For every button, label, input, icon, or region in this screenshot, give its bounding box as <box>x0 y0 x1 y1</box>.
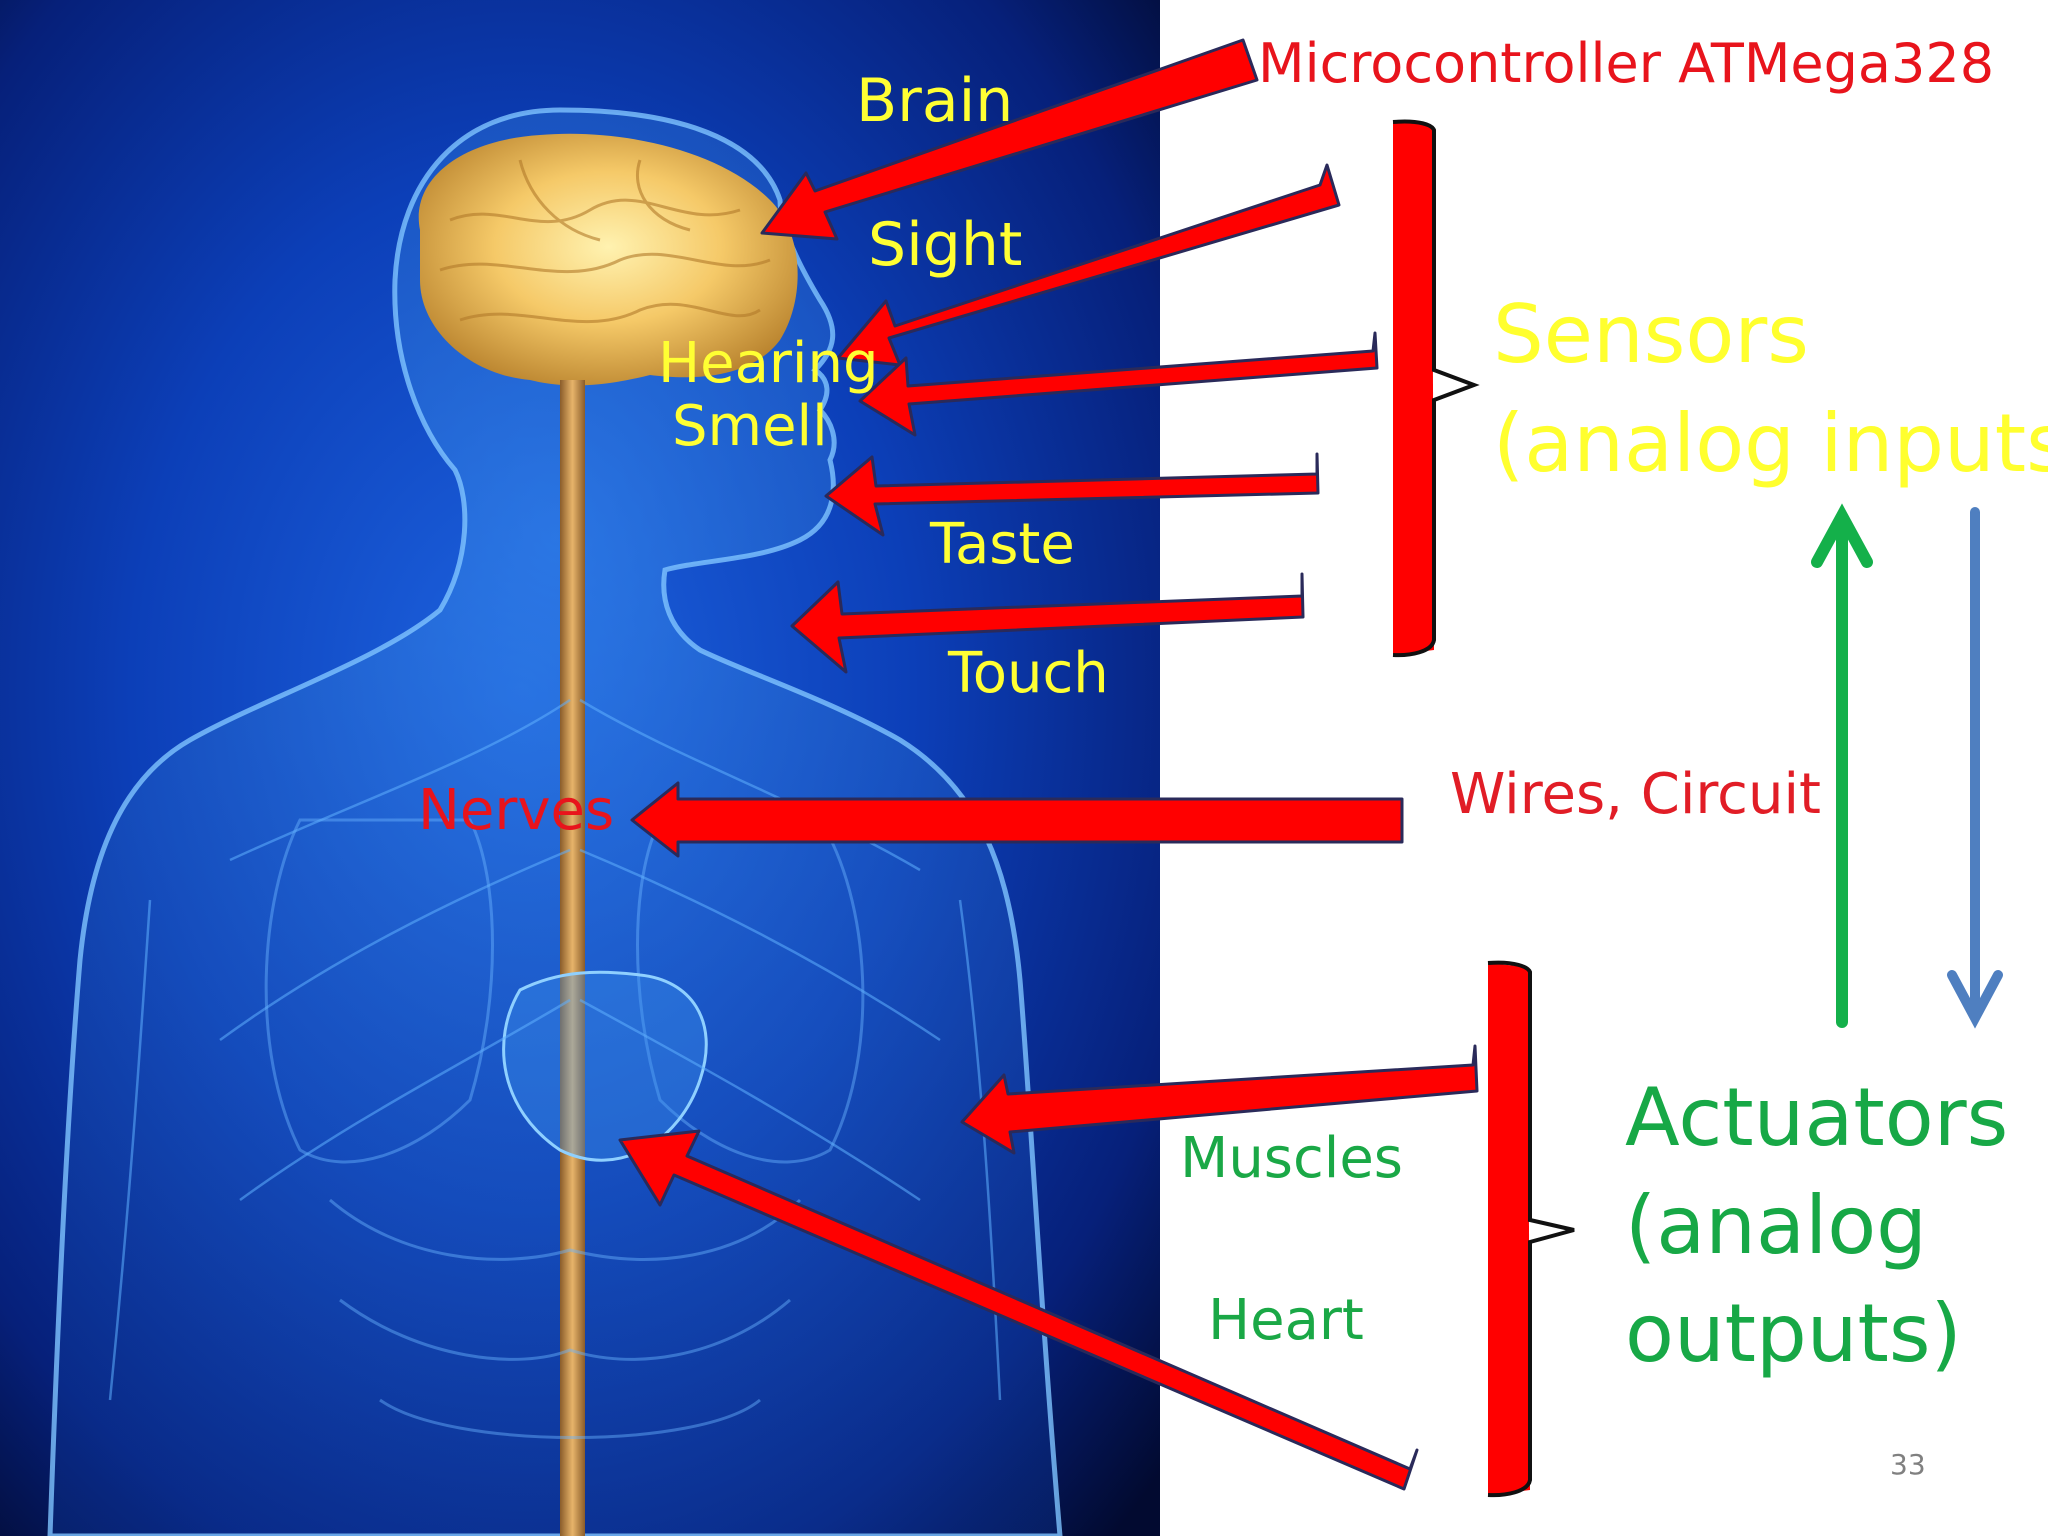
label-sight: Sight <box>868 210 1023 280</box>
up-arrow-green <box>1811 503 1873 1028</box>
label-smell: Smell <box>672 394 828 459</box>
arrow-to-hearing <box>858 331 1379 437</box>
label-heart: Heart <box>1208 1288 1364 1353</box>
arrow-to-brain <box>760 38 1259 241</box>
label-actuators: Actuators <box>1625 1071 2009 1164</box>
label-actuators-analog: (analog <box>1625 1179 1927 1272</box>
label-brain: Brain <box>856 66 1014 136</box>
label-actuators-outputs: outputs) <box>1625 1287 1962 1380</box>
label-sensors: Sensors <box>1493 288 1809 381</box>
label-muscles: Muscles <box>1180 1126 1403 1191</box>
human-anatomy-illustration <box>0 0 1160 1536</box>
arrow-to-muscles <box>960 1044 1479 1155</box>
label-hearing: Hearing <box>658 331 879 396</box>
label-sensors-analog-inputs: (analog inputs) <box>1493 397 2048 490</box>
down-arrow-blue <box>1947 507 2003 1029</box>
arrow-to-nerves <box>630 781 1404 858</box>
actuators-bracket <box>1487 960 1575 1498</box>
slide-title: Microcontroller ATMega328 <box>1258 32 1995 95</box>
arrow-to-heart <box>618 1129 1419 1491</box>
page-number: 33 <box>1890 1448 1926 1481</box>
label-taste: Taste <box>930 512 1075 577</box>
label-wires-circuit: Wires, Circuit <box>1450 762 1821 827</box>
label-touch: Touch <box>948 641 1109 706</box>
arrow-to-sight <box>836 163 1341 367</box>
label-nerves: Nerves <box>418 778 615 843</box>
sensors-bracket <box>1392 119 1480 658</box>
arrow-to-taste <box>790 572 1305 674</box>
arrow-to-smell <box>824 452 1320 537</box>
